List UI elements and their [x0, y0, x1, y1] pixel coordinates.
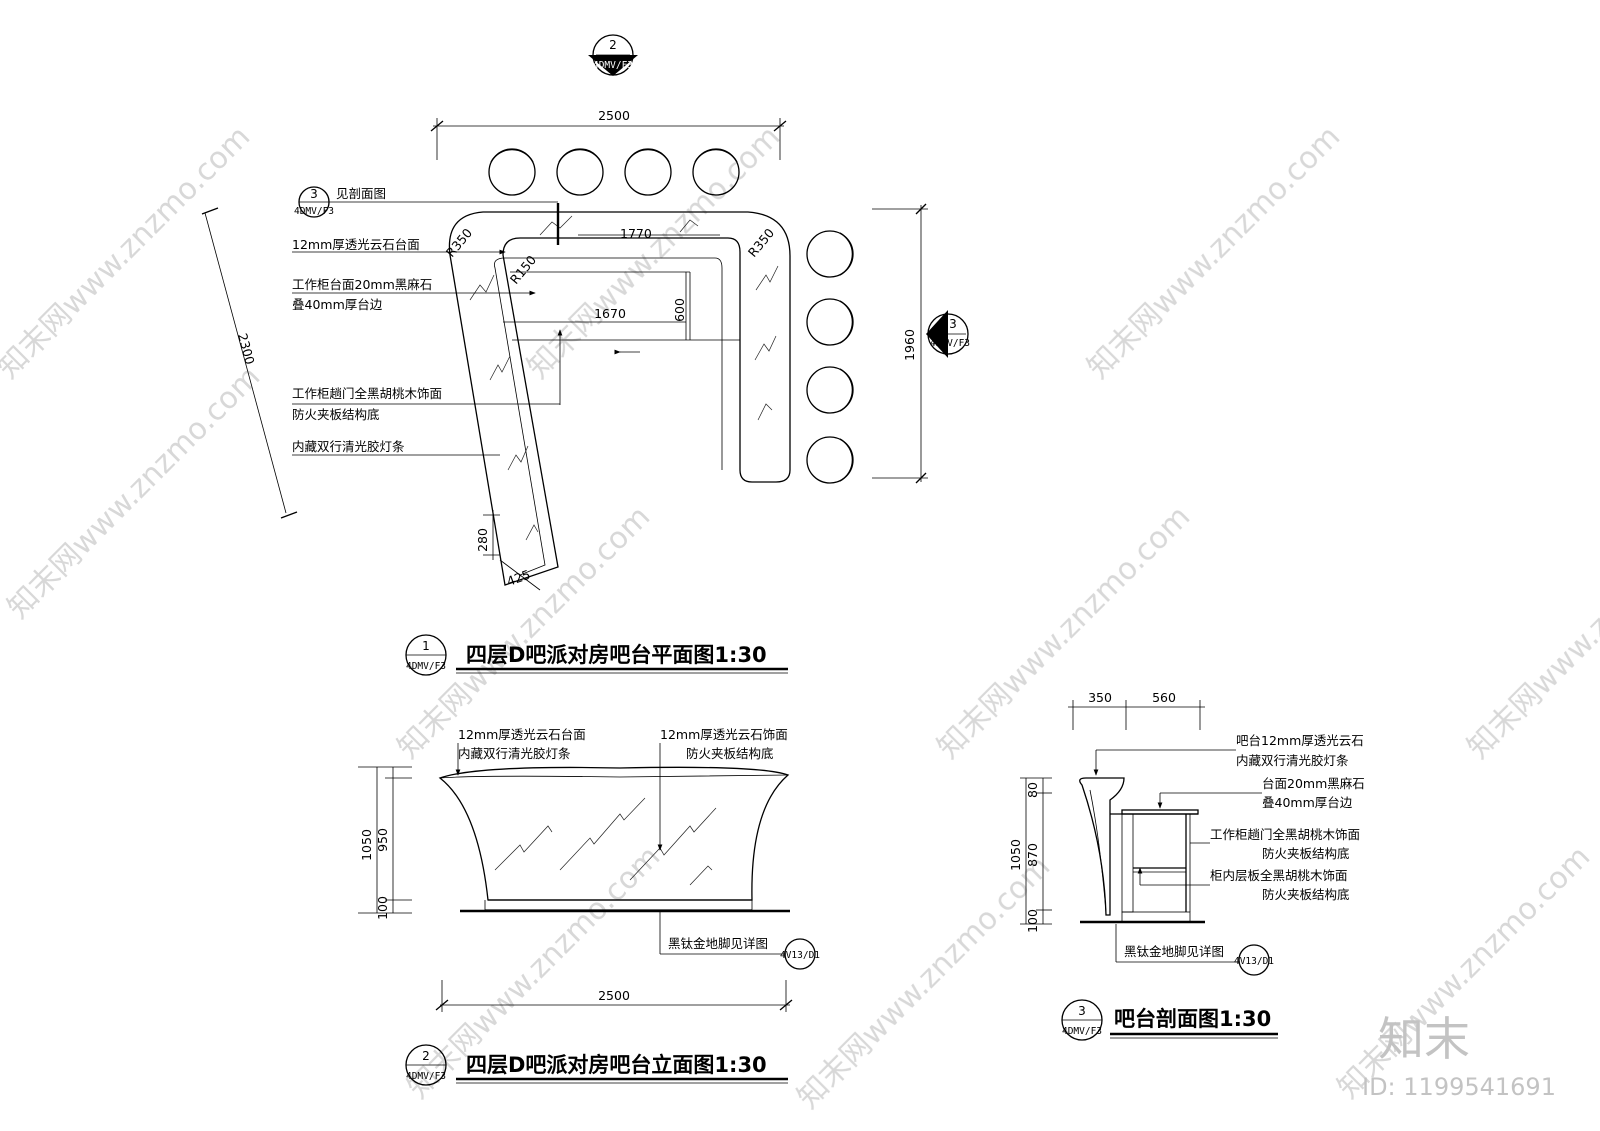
- svg-text:425: 425: [505, 567, 533, 589]
- svg-text:3: 3: [1078, 1004, 1086, 1018]
- section-notes: 吧台12mm厚透光云石 内藏双行清光胶灯条 台面20mm黑麻石 叠40mm厚台边…: [1093, 733, 1365, 976]
- elevation-dim-width: 2500: [435, 980, 793, 1012]
- svg-text:2500: 2500: [598, 988, 630, 1003]
- stools-top-row: [488, 148, 740, 196]
- svg-text:1050: 1050: [1008, 839, 1023, 871]
- svg-text:黑钛金地脚见详图: 黑钛金地脚见详图: [1124, 944, 1224, 959]
- bar-counter-outline: [448, 211, 791, 586]
- svg-text:R350: R350: [443, 225, 475, 260]
- svg-text:600: 600: [672, 298, 687, 322]
- svg-text:280: 280: [475, 528, 490, 552]
- svg-text:R150: R150: [507, 252, 539, 287]
- section-dims-left: 1050 80 870 100: [1008, 777, 1052, 933]
- svg-text:1770: 1770: [620, 226, 652, 241]
- svg-text:吧台12mm厚透光云石: 吧台12mm厚透光云石: [1236, 733, 1364, 748]
- svg-text:2500: 2500: [598, 108, 630, 123]
- svg-text:12mm厚透光云石台面: 12mm厚透光云石台面: [458, 727, 586, 742]
- watermark-text: 知末网www.znzmo.com: [931, 499, 1197, 765]
- plan-title-block: 1 4DMV/F3 四层D吧派对房吧台平面图1:30: [405, 634, 788, 676]
- svg-text:内藏双行清光胶灯条: 内藏双行清光胶灯条: [292, 439, 405, 454]
- svg-text:4DMV/F3: 4DMV/F3: [1062, 1026, 1102, 1037]
- svg-text:3: 3: [949, 317, 957, 331]
- watermark-text: 知末网www.znzmo.com: [391, 499, 657, 765]
- svg-text:1960: 1960: [902, 329, 917, 361]
- svg-text:防火夹板结构底: 防火夹板结构底: [686, 746, 774, 761]
- svg-text:1670: 1670: [594, 306, 626, 321]
- svg-text:100: 100: [1025, 909, 1040, 933]
- watermark-text: 知末网www.znzmo.com: [1461, 499, 1600, 765]
- elevation-dims-left: 1050 950 100: [358, 766, 412, 920]
- svg-text:350: 350: [1088, 690, 1112, 705]
- svg-text:2: 2: [609, 38, 617, 52]
- svg-text:12mm厚透光云石台面: 12mm厚透光云石台面: [292, 237, 420, 252]
- svg-text:工作柜台面20mm黑麻石: 工作柜台面20mm黑麻石: [292, 277, 432, 292]
- svg-text:2300: 2300: [235, 332, 258, 367]
- elevation-notes: 12mm厚透光云石台面 内藏双行清光胶灯条 12mm厚透光云石饰面 防火夹板结构…: [455, 727, 820, 970]
- section-reference: 3 4DMV/F3 见剖面图: [294, 186, 558, 218]
- section-view: 350 560 1050 80 870 100 吧台12m: [1008, 690, 1365, 1041]
- svg-text:R350: R350: [745, 225, 777, 260]
- elevation-marker-right: 3 4DMV/F3: [926, 310, 970, 358]
- dim-end: 280 425: [475, 510, 541, 591]
- svg-text:12mm厚透光云石饰面: 12mm厚透光云石饰面: [660, 727, 788, 742]
- svg-text:4DMV/F3: 4DMV/F3: [406, 1071, 446, 1082]
- svg-text:4DMV/F3: 4DMV/F3: [406, 661, 446, 672]
- svg-text:870: 870: [1025, 843, 1040, 867]
- svg-text:防火夹板结构底: 防火夹板结构底: [292, 407, 380, 422]
- svg-text:4DMV/F3: 4DMV/F3: [294, 206, 334, 217]
- svg-text:台面20mm黑麻石: 台面20mm黑麻石: [1262, 776, 1365, 791]
- svg-text:560: 560: [1152, 690, 1176, 705]
- section-dims-top: 350 560: [1068, 690, 1205, 730]
- plan-title: 四层D吧派对房吧台平面图1:30: [466, 643, 767, 667]
- svg-text:4DMV/F3: 4DMV/F3: [930, 338, 970, 349]
- svg-text:柜内层板全黑胡桃木饰面: 柜内层板全黑胡桃木饰面: [1210, 868, 1348, 883]
- svg-text:4DMV/F3: 4DMV/F3: [593, 60, 633, 71]
- svg-text:内藏双行清光胶灯条: 内藏双行清光胶灯条: [1236, 753, 1349, 768]
- svg-text:4V13/D1: 4V13/D1: [780, 950, 820, 961]
- watermark-text: 知末网www.znzmo.com: [791, 849, 1057, 1115]
- svg-text:950: 950: [375, 828, 390, 852]
- dim-right-height: 1960: [872, 203, 928, 484]
- svg-text:1: 1: [422, 639, 430, 653]
- svg-text:工作柜趟门全黑胡桃木饰面: 工作柜趟门全黑胡桃木饰面: [292, 386, 442, 401]
- dim-top-width: 2500: [430, 108, 787, 160]
- svg-text:见剖面图: 见剖面图: [336, 186, 386, 201]
- svg-text:叠40mm厚台边: 叠40mm厚台边: [1262, 795, 1353, 810]
- svg-text:4V13/D1: 4V13/D1: [1234, 956, 1274, 967]
- svg-text:内藏双行清光胶灯条: 内藏双行清光胶灯条: [458, 746, 571, 761]
- stools-right-column: [806, 230, 854, 484]
- section-title-block: 3 4DMV/F3 吧台剖面图1:30: [1061, 999, 1278, 1041]
- watermark-text: 知末网www.znzmo.com: [1081, 119, 1347, 385]
- plan-leader-notes: 12mm厚透光云石台面 工作柜台面20mm黑麻石 叠40mm厚台边 工作柜趟门全…: [292, 237, 560, 456]
- elevation-marker-top: 2 4DMV/F3: [588, 34, 638, 76]
- elevation-title-block: 2 4DMV/F3 四层D吧派对房吧台立面图1:30: [405, 1044, 788, 1086]
- svg-text:防火夹板结构底: 防火夹板结构底: [1262, 887, 1350, 902]
- svg-text:80: 80: [1025, 782, 1040, 798]
- watermark-id: ID: 1199541691: [1362, 1073, 1556, 1101]
- svg-text:工作柜趟门全黑胡桃木饰面: 工作柜趟门全黑胡桃木饰面: [1210, 827, 1360, 842]
- svg-text:1050: 1050: [359, 829, 374, 861]
- watermark-text: 知末网www.znzmo.com: [0, 119, 257, 385]
- watermark-layer: 知末网www.znzmo.com 知末网www.znzmo.com 知末网www…: [0, 119, 1600, 1115]
- svg-text:100: 100: [375, 896, 390, 920]
- watermark-logo: 知末: [1378, 1012, 1470, 1066]
- svg-text:黑钛金地脚见详图: 黑钛金地脚见详图: [668, 936, 768, 951]
- svg-text:防火夹板结构底: 防火夹板结构底: [1262, 846, 1350, 861]
- section-title: 吧台剖面图1:30: [1114, 1007, 1271, 1031]
- elevation-view: 1050 950 100 12mm厚透光云石台面 内藏双行清光胶灯条 12mm厚…: [358, 727, 820, 1086]
- watermark-text: 知末网www.znzmo.com: [1, 359, 267, 625]
- svg-text:2: 2: [422, 1049, 430, 1063]
- elevation-title: 四层D吧派对房吧台立面图1:30: [466, 1053, 767, 1077]
- svg-text:叠40mm厚台边: 叠40mm厚台边: [292, 297, 383, 312]
- svg-text:3: 3: [310, 187, 318, 201]
